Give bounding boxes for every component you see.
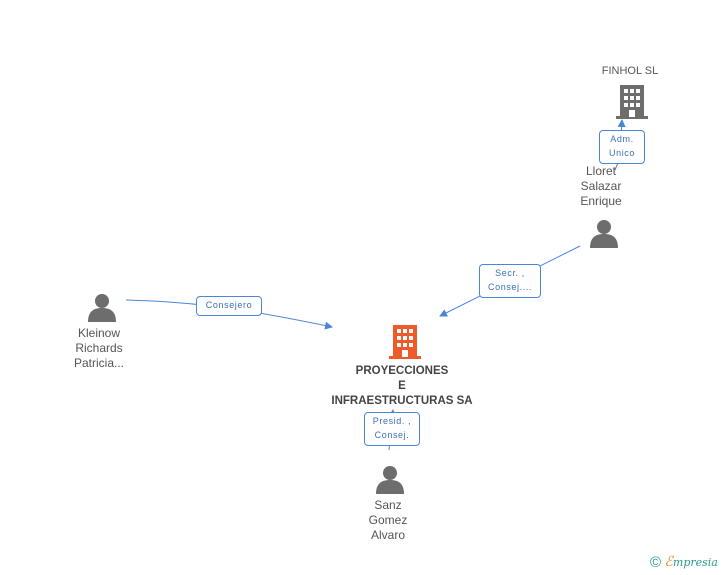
brand-e: ℰ — [664, 554, 673, 570]
node-lloret[interactable]: Lloret Salazar Enrique — [565, 164, 637, 209]
node-main-company[interactable]: PROYECCIONES E INFRAESTRUCTURAS SA — [322, 364, 482, 409]
person-icon — [88, 294, 116, 322]
building-icon — [616, 85, 648, 119]
kleinow-label: Kleinow Richards Patricia... — [73, 326, 124, 370]
edge-label-adm-unico[interactable]: Adm. Unico — [599, 130, 645, 164]
edge-label-presid-consej[interactable]: Presid. , Consej. — [364, 412, 420, 446]
empresia-logo[interactable]: © ℰmpresia — [650, 554, 718, 571]
finhol-label: FINHOL SL — [601, 65, 659, 77]
edge-label-secr-consej[interactable]: Secr. , Consej.... — [479, 264, 541, 298]
copyright-icon: © — [650, 554, 662, 571]
main-company-label: PROYECCIONES E INFRAESTRUCTURAS SA — [331, 365, 473, 407]
person-icon — [590, 220, 618, 248]
node-sanz[interactable]: Sanz Gomez Alvaro — [350, 498, 426, 543]
edge-label-consejero[interactable]: Consejero — [196, 296, 262, 316]
lloret-label: Lloret Salazar Enrique — [580, 164, 622, 208]
building-icon — [389, 325, 421, 359]
node-finhol[interactable]: FINHOL SL — [590, 64, 670, 79]
node-kleinow[interactable]: Kleinow Richards Patricia... — [58, 326, 140, 371]
person-icon — [376, 466, 404, 494]
brand-rest: mpresia — [672, 556, 718, 569]
sanz-label: Sanz Gomez Alvaro — [368, 498, 408, 542]
